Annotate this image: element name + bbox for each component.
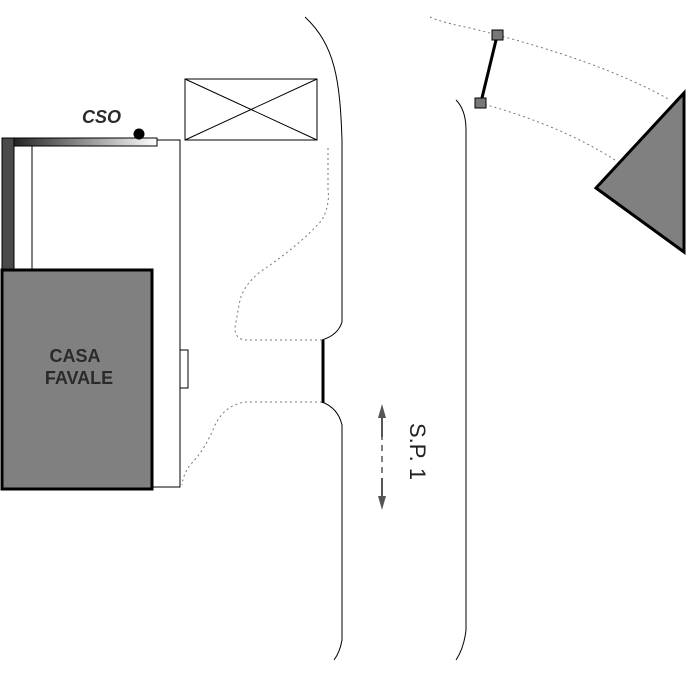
side-road-dotted-lower (479, 102, 616, 161)
barrier-bar (479, 35, 499, 103)
driveway-dotted-upper (234, 145, 329, 341)
crossed-box (184, 78, 318, 141)
barrier-post-bottom-icon (474, 97, 487, 109)
driveway-dotted-lower (181, 401, 322, 486)
cso-wall-horizontal (11, 137, 158, 147)
road-label: S.P. 1 (405, 423, 430, 480)
side-road-dotted-upper (429, 16, 671, 101)
cso-label: CSO (82, 107, 121, 127)
cso-wall-vertical (1, 137, 15, 274)
barrier-post-top-icon (491, 29, 504, 41)
building-casa-favale (0, 268, 154, 491)
road-direction-arrow-icon (378, 404, 386, 510)
plot-outline (150, 139, 181, 488)
building-label-line1: CASA (49, 346, 100, 366)
road-edge-right (455, 99, 467, 661)
cso-marker-icon (133, 128, 145, 140)
building-right-partial (593, 89, 686, 255)
road-edge-left (304, 16, 343, 341)
building-label-line2: FAVALE (45, 368, 113, 388)
road-edge-left-lower (321, 401, 343, 661)
plot-notch (179, 349, 189, 389)
